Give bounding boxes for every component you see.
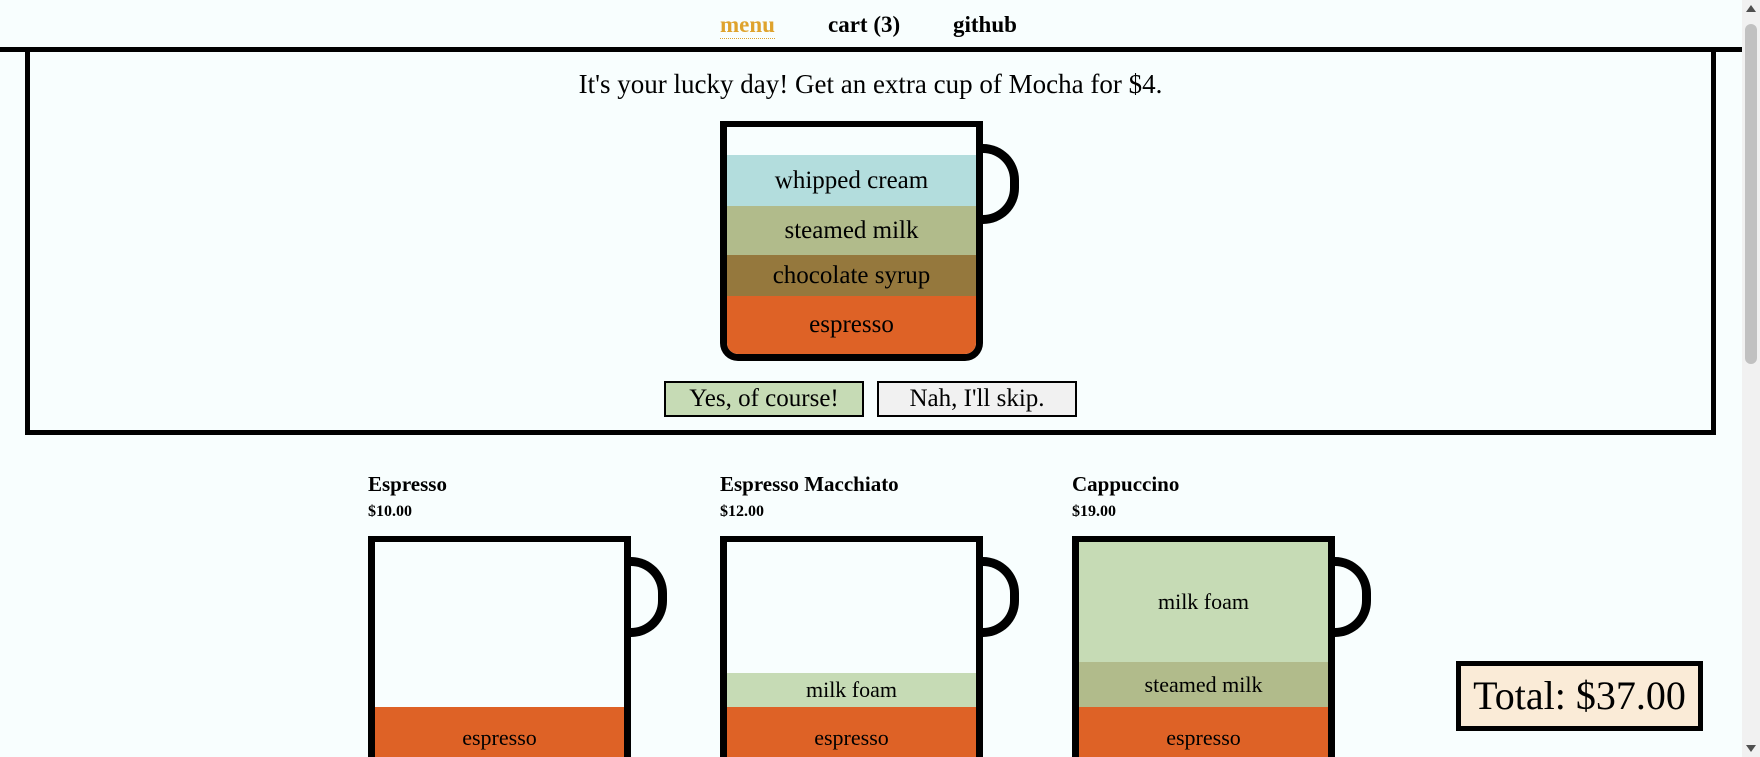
nav-link-github[interactable]: github (953, 12, 1017, 37)
mug-handle-icon (1335, 557, 1371, 637)
mug-empty-space (375, 542, 624, 707)
menu-item-mug-espresso-macchiato[interactable]: milk foam espresso (720, 536, 983, 757)
nav-link-menu[interactable]: menu (720, 12, 775, 39)
scroll-thumb[interactable] (1745, 24, 1757, 364)
accept-upsell-button[interactable]: Yes, of course! (664, 381, 864, 417)
menu-item-mug-espresso[interactable]: espresso (368, 536, 631, 757)
mug-handle-icon (983, 557, 1019, 637)
menu-item-name: Cappuccino (1072, 472, 1180, 496)
vertical-scrollbar[interactable] (1742, 0, 1760, 757)
upsell-banner: It's your lucky day! Get an extra cup of… (25, 52, 1716, 435)
mug-layer: milk foam (1079, 542, 1328, 662)
menu-item-name: Espresso (368, 472, 447, 496)
promo-mug: whipped cream steamed milk chocolate syr… (720, 121, 983, 361)
menu-item-mug-cappuccino[interactable]: milk foam steamed milk espresso (1072, 536, 1335, 757)
top-nav: menu cart (3) github (0, 0, 1742, 52)
decline-upsell-button[interactable]: Nah, I'll skip. (877, 381, 1077, 417)
menu-item-price: $19.00 (1072, 503, 1116, 520)
mug-layer: espresso (375, 707, 624, 757)
menu-item-price: $12.00 (720, 503, 764, 520)
menu-item-price: $10.00 (368, 503, 412, 520)
scroll-up-arrow-icon[interactable] (1746, 5, 1756, 12)
mug-layer: milk foam (727, 673, 976, 707)
upsell-message: It's your lucky day! Get an extra cup of… (578, 69, 1163, 99)
mug-layer: steamed milk (1079, 662, 1328, 707)
mug-layer: espresso (727, 296, 976, 354)
mug-layer: espresso (727, 707, 976, 757)
mug-layer: espresso (1079, 707, 1328, 757)
scroll-down-arrow-icon[interactable] (1746, 745, 1756, 752)
mug-layer: whipped cream (727, 155, 976, 206)
nav-link-cart[interactable]: cart (3) (828, 12, 901, 37)
mug-handle-icon (631, 557, 667, 637)
cart-total: Total: $37.00 (1456, 661, 1703, 731)
menu-item-name: Espresso Macchiato (720, 472, 899, 496)
mug-empty-space (727, 542, 976, 673)
mug-layer: chocolate syrup (727, 255, 976, 296)
mug-layer: steamed milk (727, 206, 976, 255)
